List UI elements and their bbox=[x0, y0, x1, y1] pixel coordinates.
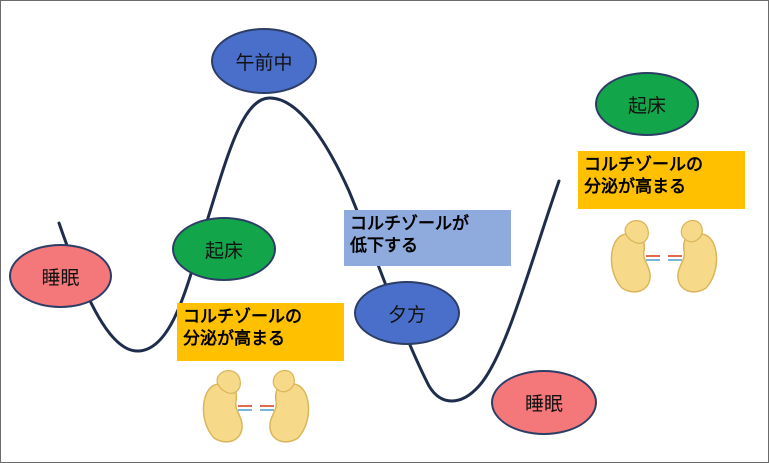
morning-label: 午前中 bbox=[235, 51, 293, 74]
sleep-right-node: 睡眠 bbox=[491, 370, 597, 435]
evening-label: 夕方 bbox=[387, 303, 426, 326]
sleep-right-label: 睡眠 bbox=[524, 393, 563, 415]
sleep-left-label: 睡眠 bbox=[41, 266, 80, 289]
rise-right-line2: 分泌が高まる bbox=[584, 177, 686, 197]
cortisol-rise-label-right: コルチゾールの 分泌が高まる bbox=[578, 151, 745, 209]
cortisol-fall-label: コルチゾールが 低下する bbox=[344, 210, 511, 266]
wake-right-label: 起床 bbox=[627, 94, 666, 117]
evening-node: 夕方 bbox=[354, 281, 460, 345]
adrenal-kidney-icon-left bbox=[202, 369, 310, 443]
wake-middle-label: 起床 bbox=[204, 239, 243, 262]
cortisol-rise-label-left: コルチゾールの 分泌が高まる bbox=[177, 303, 344, 361]
cortisol-curve bbox=[57, 96, 561, 403]
rise-right-line1: コルチゾールの bbox=[584, 155, 703, 175]
morning-node: 午前中 bbox=[211, 28, 317, 94]
rise-line1: コルチゾールの bbox=[183, 307, 302, 327]
fall-line2: 低下する bbox=[350, 236, 418, 256]
rise-line2: 分泌が高まる bbox=[183, 329, 285, 349]
fall-line1: コルチゾールが bbox=[350, 214, 469, 234]
wake-middle-node: 起床 bbox=[172, 217, 276, 281]
wake-right-node: 起床 bbox=[595, 72, 699, 136]
sleep-left-node: 睡眠 bbox=[9, 244, 112, 308]
adrenal-kidney-icon-right bbox=[610, 219, 718, 293]
